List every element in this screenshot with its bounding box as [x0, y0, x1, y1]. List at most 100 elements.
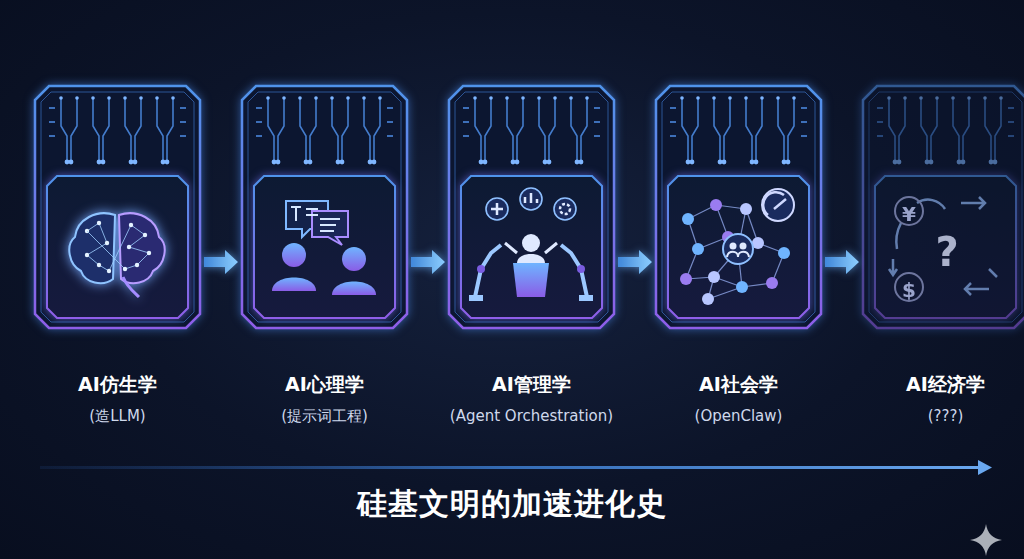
trace-dot [961, 160, 966, 165]
icon-symbol: ¥ [902, 204, 916, 224]
trace-dot [330, 96, 334, 100]
circuit-trace [49, 135, 186, 136]
network-node [682, 213, 694, 225]
trace-dot [680, 96, 684, 100]
icon-panel [461, 176, 602, 318]
network-node [736, 281, 748, 293]
trace-dot [696, 96, 700, 100]
circuit-trace [49, 121, 186, 122]
trace-dot [473, 96, 477, 100]
circuit-trace [463, 121, 600, 122]
brain-link [99, 223, 107, 243]
trace-dot [75, 96, 79, 100]
robot-base [579, 295, 593, 301]
circuit-trace [724, 98, 730, 160]
person-head [342, 247, 366, 271]
icon-panel [254, 176, 395, 318]
circuit-trace [256, 135, 393, 136]
circuit-trace [125, 98, 131, 160]
network-node [710, 199, 722, 211]
group-node [723, 234, 753, 264]
trace-dot [792, 96, 796, 100]
flow-arrow [618, 250, 652, 274]
circuit-trace [692, 98, 698, 160]
robot-arm [475, 245, 587, 297]
circuit-trace [682, 98, 688, 160]
trace-dot [139, 96, 143, 100]
trace-dot [537, 96, 541, 100]
person-mini [730, 243, 737, 250]
chip-inner-outline [455, 92, 608, 322]
circuit-trace [463, 107, 600, 108]
tool-icon [491, 203, 503, 215]
circuit-trace [49, 107, 186, 108]
person-mini [740, 243, 747, 250]
circuit-trace [788, 98, 794, 160]
network-node [740, 203, 752, 215]
trace-dot [999, 96, 1003, 100]
circuit-trace [899, 98, 905, 160]
stage-note: (OpenClaw) [695, 407, 783, 425]
trace-dot [59, 96, 63, 100]
brain-node [107, 269, 111, 273]
gear-icon [560, 204, 570, 214]
trace-dot [935, 96, 939, 100]
icon [272, 201, 376, 295]
circuit-trace [670, 121, 807, 122]
brain-node [147, 251, 151, 255]
circuit-trace [877, 107, 1014, 108]
task-icon [520, 188, 542, 210]
trace-dot [101, 160, 106, 165]
stage-note: (提示词工程) [281, 407, 368, 426]
brain-node [85, 253, 89, 257]
trace-dot [744, 96, 748, 100]
circuit-trace [877, 135, 1014, 136]
trace-dot [690, 160, 695, 165]
circuit-trace [953, 98, 959, 160]
trace-dot [919, 96, 923, 100]
chip-card: AI仿生学(造LLM) [35, 86, 200, 328]
flow-arrow [204, 250, 238, 274]
manager-body [517, 254, 545, 263]
trace-dot [728, 96, 732, 100]
trace-dot [308, 160, 313, 165]
chip-inner-outline [41, 92, 194, 322]
trace-dot [155, 96, 159, 100]
brain-link [129, 235, 145, 247]
circuit-trace [921, 98, 927, 160]
chip-drawing [35, 86, 200, 328]
brain-link [137, 253, 149, 265]
trace-dot [897, 160, 902, 165]
circuit-trace [507, 98, 513, 160]
circuit-trace [581, 98, 587, 160]
stage-name: AI心理学 [285, 372, 364, 398]
timeline-line [40, 466, 980, 469]
circuit-trace [571, 98, 577, 160]
brain-node [143, 233, 147, 237]
brain-node [127, 245, 131, 249]
trace-dot [776, 96, 780, 100]
trace-dot [298, 96, 302, 100]
chip-inner-outline [248, 92, 401, 322]
brain-stem [123, 277, 139, 297]
icon-panel [875, 176, 1016, 318]
stage-name: AI管理学 [492, 372, 571, 398]
trace-dot [314, 96, 318, 100]
trace-dot [903, 96, 907, 100]
circuit-trace [167, 98, 173, 160]
trace-dot [929, 160, 934, 165]
circuit-trace [256, 107, 393, 108]
trace-dot [282, 96, 286, 100]
brain-lobe [69, 213, 115, 283]
trace-dot [887, 96, 891, 100]
brain-node [97, 221, 101, 225]
icon-panel [668, 176, 809, 318]
circuit-trace [877, 121, 1014, 122]
brain-icon [69, 213, 164, 297]
stage-note: (???) [928, 407, 964, 425]
chip-frame [656, 86, 821, 328]
circuit-trace [374, 98, 380, 160]
trace-dot [983, 96, 987, 100]
chip-frame [35, 86, 200, 328]
